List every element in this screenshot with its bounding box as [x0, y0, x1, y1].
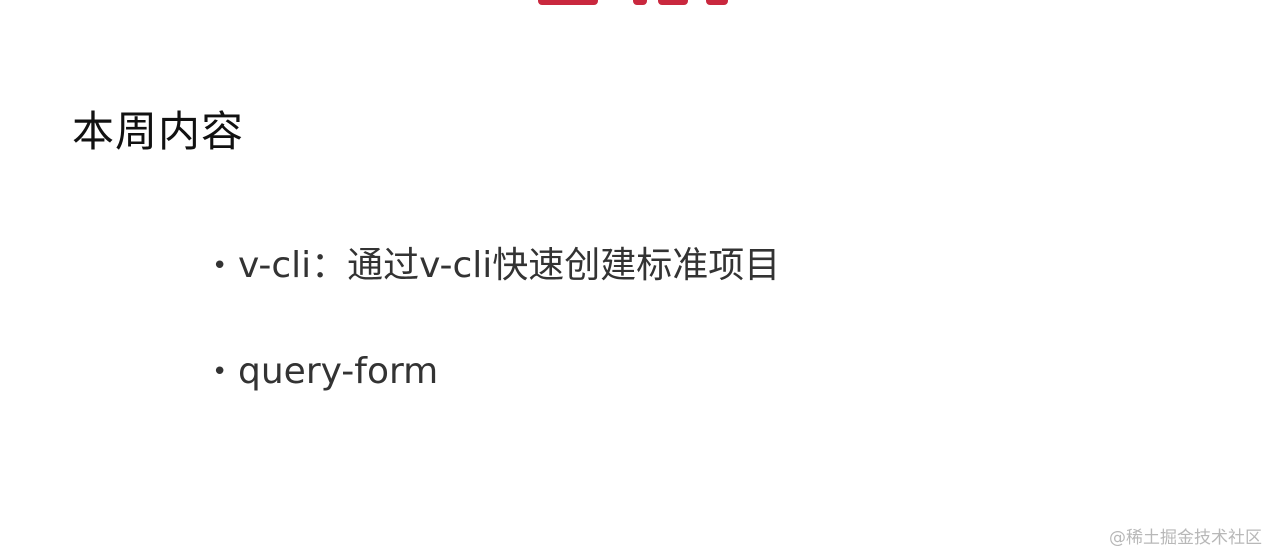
list-item-text: v-cli：通过v-cli快速创建标准项目	[238, 245, 781, 286]
list-item: • query-form	[212, 346, 780, 452]
section-heading: 本周内容	[72, 107, 245, 156]
list-item-text: query-form	[238, 351, 439, 392]
watermark: @稀土掘金技术社区	[1109, 528, 1262, 548]
bullet-icon: •	[212, 357, 228, 387]
clipped-title-graphic	[538, 0, 730, 6]
bullet-icon: •	[212, 251, 228, 281]
list-item: • v-cli：通过v-cli快速创建标准项目	[212, 240, 780, 346]
bullet-list: • v-cli：通过v-cli快速创建标准项目 • query-form	[212, 240, 780, 452]
